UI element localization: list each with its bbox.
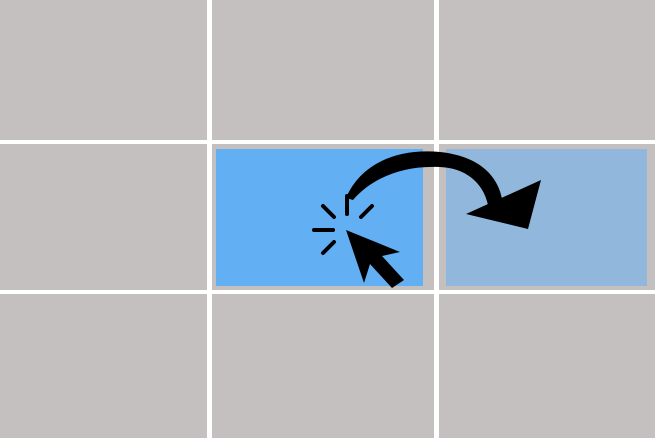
grid-cell-r2-c2 <box>439 294 655 438</box>
source-block[interactable] <box>216 149 423 286</box>
grid-cell-r2-c1 <box>212 294 434 438</box>
grid-cell-r2-c0 <box>0 294 207 438</box>
grid-cell-r0-c1 <box>212 0 434 140</box>
grid-cell-r1-c0 <box>0 144 207 290</box>
drop-target-block[interactable] <box>446 149 647 286</box>
grid-cell-r0-c2 <box>439 0 655 140</box>
grid-cell-r0-c0 <box>0 0 207 140</box>
